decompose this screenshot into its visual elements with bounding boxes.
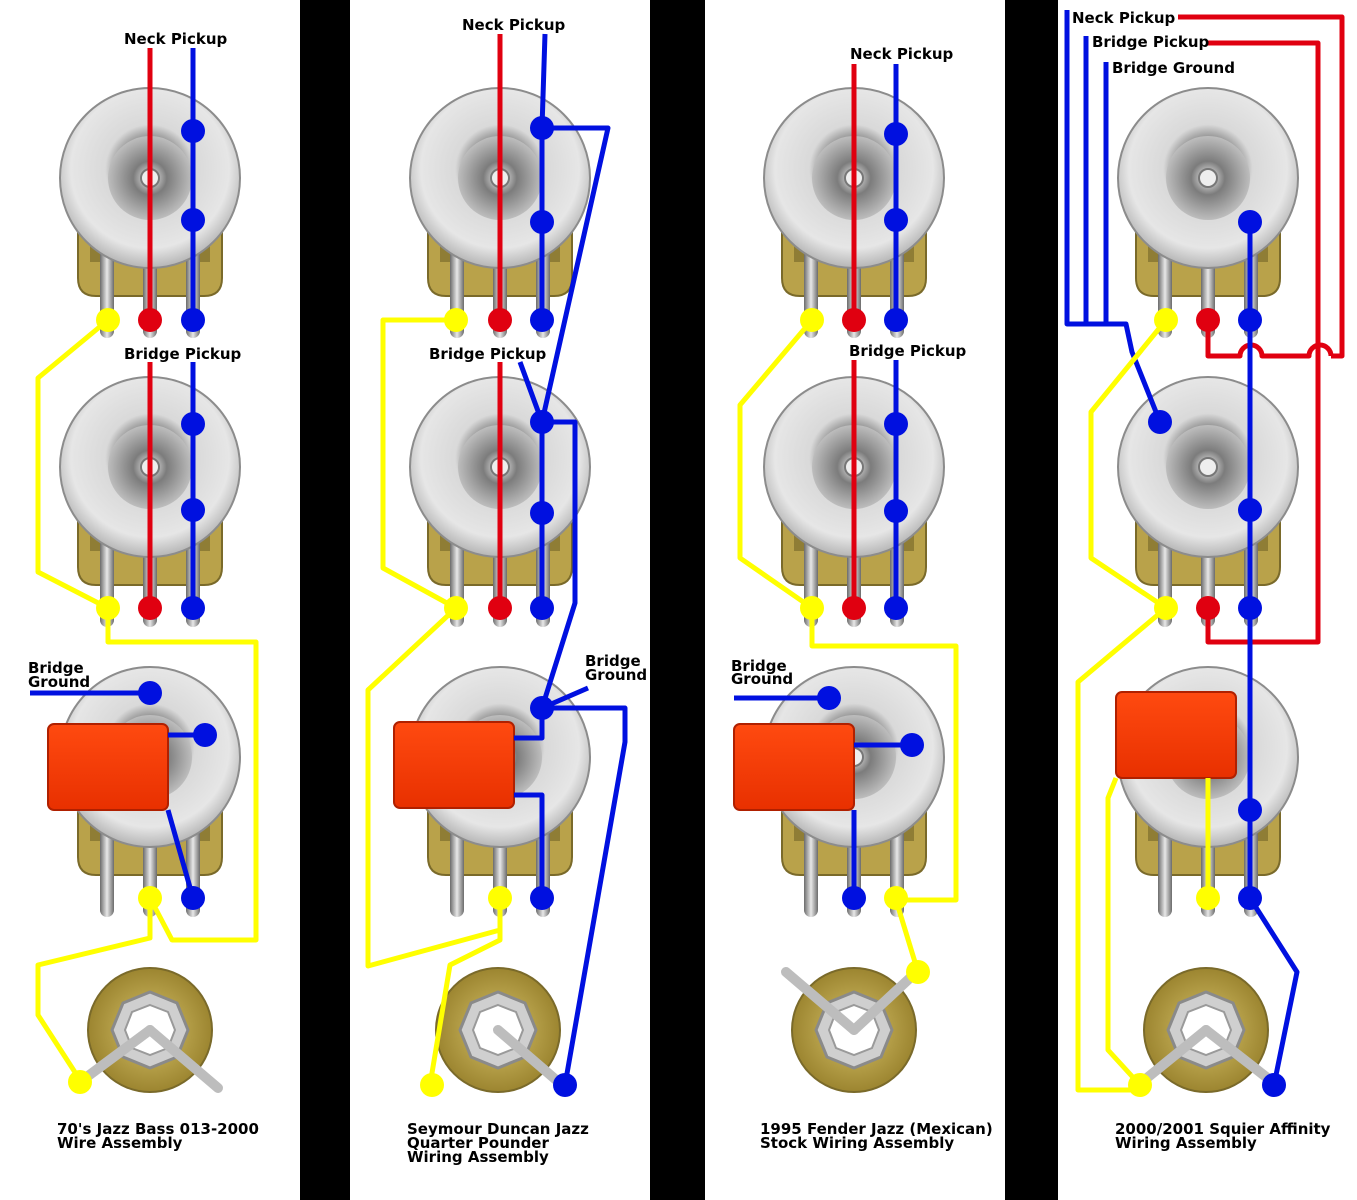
tone-capacitor <box>393 721 515 809</box>
caption-line-1: 70's Jazz Bass 013-2000 <box>57 1120 259 1138</box>
panel-4-diagram: Neck Pickup Bridge Pickup Bridge Ground … <box>1064 9 1345 1152</box>
bridge-ground-label: Bridge <box>731 657 787 675</box>
neck-pickup-label: Neck Pickup <box>462 16 565 34</box>
bridge-pickup-label: Bridge Pickup <box>849 342 967 360</box>
caption-line-1: 1995 Fender Jazz (Mexican) <box>760 1120 993 1138</box>
tone-capacitor <box>1115 691 1237 779</box>
caption-line-2: Wire Assembly <box>57 1134 183 1152</box>
bridge-ground-label-2: Ground <box>731 670 793 688</box>
bridge-ground-label-2: Ground <box>585 666 647 684</box>
bridge-pickup-label: Bridge Pickup <box>124 345 242 363</box>
caption-line-3: Wiring Assembly <box>407 1148 549 1166</box>
bridge-ground-label: Bridge Ground <box>1112 59 1235 77</box>
bridge-pickup-label: Bridge Pickup <box>429 345 547 363</box>
panel-3-diagram: Neck Pickup Bridge Pickup Bridge Ground … <box>731 45 993 1152</box>
panel-2-diagram: Neck Pickup Bridge Pickup Bridge Ground … <box>365 16 647 1166</box>
caption-line-1: Seymour Duncan Jazz <box>407 1120 589 1138</box>
bridge-pickup-label: Bridge Pickup <box>1092 33 1210 51</box>
bridge-ground-label: Bridge <box>28 659 84 677</box>
tone-capacitor <box>733 723 855 811</box>
panel-1-diagram: Neck Pickup Bridge Pickup Bridge Ground … <box>28 30 259 1152</box>
caption-line-2: Wiring Assembly <box>1115 1134 1257 1152</box>
caption-line-1: 2000/2001 Squier Affinity <box>1115 1120 1331 1138</box>
tone-capacitor <box>47 723 169 811</box>
bridge-ground-label: Bridge <box>585 652 641 670</box>
neck-pickup-label: Neck Pickup <box>124 30 227 48</box>
caption-line-2: Quarter Pounder <box>407 1134 549 1152</box>
neck-pickup-label: Neck Pickup <box>850 45 953 63</box>
neck-pickup-label: Neck Pickup <box>1072 9 1175 27</box>
caption-line-2: Stock Wiring Assembly <box>760 1134 954 1152</box>
bridge-ground-label-2: Ground <box>28 673 90 691</box>
